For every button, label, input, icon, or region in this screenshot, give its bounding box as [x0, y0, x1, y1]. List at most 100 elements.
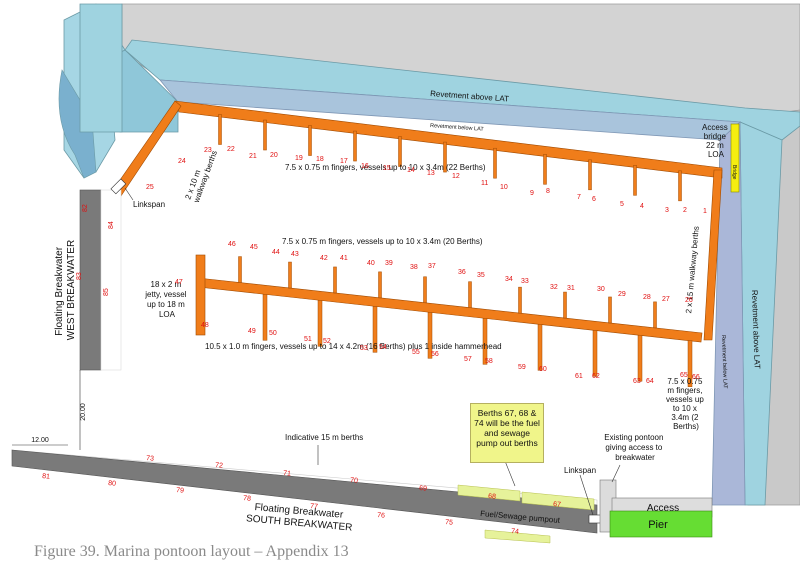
- access-label: Access: [647, 503, 679, 514]
- row2-berth-29: 29: [618, 291, 626, 298]
- row1-berth-12: 12: [452, 173, 460, 180]
- row1-berth-22: 22: [227, 146, 235, 153]
- row3-berth-65: 65: [680, 372, 688, 379]
- row3-berth-49: 49: [248, 328, 256, 335]
- row1-berth-14: 14: [407, 167, 415, 174]
- row2-berth-42: 42: [320, 255, 328, 262]
- row1-finger-1: [263, 119, 267, 151]
- row2-berth-31: 31: [567, 285, 575, 292]
- row3-finger-4: [482, 318, 488, 365]
- row1-berth-9: 9: [530, 190, 534, 197]
- south-bottom-berth-75: 75: [445, 519, 453, 527]
- pier: [609, 510, 713, 538]
- jetty-label: 18 x 2 m jetty, vessel up to 18 m LOA: [144, 280, 188, 319]
- walkway-berth-24: 24: [178, 158, 186, 165]
- row3-berth-52: 52: [323, 338, 331, 345]
- south-bottom-berth-77: 77: [310, 503, 318, 511]
- row1-finger-2: [308, 125, 312, 156]
- row2-berth-41: 41: [340, 255, 348, 262]
- linkspan-top-leader: [124, 187, 134, 201]
- south-bottom-berth-76: 76: [377, 512, 385, 520]
- row1-finger-9: [633, 165, 637, 196]
- row1-berth-19: 19: [295, 155, 303, 162]
- row3-berth-62: 62: [592, 373, 600, 380]
- row1-berth-5: 5: [620, 201, 624, 208]
- row2-berth-36: 36: [458, 269, 466, 276]
- linkspan-top: [110, 178, 127, 195]
- right-walkway: [703, 169, 723, 341]
- row2-desc: 7.5 x 0.75 m fingers, vessels up to 10 x…: [282, 237, 483, 246]
- row1-berth-3: 3: [665, 207, 669, 214]
- dim-20-label: 20.00: [80, 403, 87, 421]
- row1-berth-6: 6: [592, 196, 596, 203]
- row2-berth-46: 46: [228, 241, 236, 248]
- row1-finger-8: [588, 159, 592, 191]
- existing-pontoon-label: Existing pontoon giving access to breakw…: [604, 433, 665, 462]
- row1-berth-11: 11: [481, 180, 488, 187]
- row3-finger-7: [637, 334, 643, 382]
- row2-berth-26: 26: [685, 297, 693, 304]
- row2-berth-34: 34: [505, 276, 513, 283]
- fuel-note: Berths 67, 68 & 74 will be the fuel and …: [470, 403, 544, 463]
- row3-berth-51: 51: [304, 336, 312, 343]
- jetty-head: [195, 254, 206, 336]
- row3-berth-61: 61: [575, 373, 583, 380]
- row2-finger-9: [653, 301, 657, 329]
- south-top-berth-67: 67: [553, 501, 561, 509]
- shore-structure: [58, 3, 800, 506]
- south-breakwater-body: [11, 449, 598, 534]
- row1-berth-8: 8: [546, 188, 550, 195]
- row3-berth-55: 55: [412, 349, 420, 356]
- row1-desc: 7.5 x 0.75 m fingers, vessels up to 10 x…: [285, 163, 486, 172]
- row2-berth-43: 43: [291, 251, 299, 258]
- row1-berth-21: 21: [249, 153, 257, 160]
- west-berth-83: 83: [76, 272, 83, 280]
- row3-berth-58: 58: [485, 358, 493, 365]
- row2-berth-35: 35: [477, 272, 485, 279]
- row1-berth-2: 2: [683, 207, 687, 214]
- revetment-below-top-label: Revetment below LAT: [430, 123, 485, 133]
- row2-berth-45: 45: [250, 244, 258, 251]
- row1-berth-18: 18: [316, 156, 324, 163]
- row2-finger-8: [608, 296, 612, 324]
- south-bottom-berth-79: 79: [176, 487, 184, 495]
- west-berth-82: 82: [82, 204, 89, 212]
- bridge-small-label: Bridge: [731, 165, 737, 180]
- row1-berth-17: 17: [340, 158, 348, 165]
- row3-berth-63: 63: [633, 378, 641, 385]
- row2-finger-4: [423, 276, 427, 304]
- existing-facilities: [599, 479, 713, 538]
- row1-berth-7: 7: [577, 194, 581, 201]
- row3-berth-64: 64: [646, 378, 654, 385]
- row1-finger-7: [543, 154, 547, 185]
- row3-finger-3: [427, 312, 433, 359]
- row1-berth-13: 13: [427, 170, 435, 177]
- row1-finger-6: [493, 147, 497, 179]
- row2-berth-33: 33: [521, 278, 529, 285]
- south-bottom-berth-80: 80: [108, 480, 116, 488]
- south-top-berth-71: 71: [283, 470, 291, 478]
- west-breakwater: [79, 178, 127, 371]
- south-top-berth-72: 72: [215, 462, 223, 470]
- access-bridge-label: Access bridge 22 m LOA: [702, 123, 730, 159]
- row3-finger-2: [372, 306, 378, 353]
- row1-finger-5: [443, 141, 447, 173]
- berth-74-highlight: [484, 529, 551, 544]
- corner-bastion-shadow: [58, 69, 97, 179]
- note-leader: [504, 460, 516, 487]
- row2-berth-27: 27: [662, 296, 670, 303]
- main-pontoon-row1: [112, 100, 723, 343]
- linkspan-bottom-label: Linkspan: [564, 466, 596, 475]
- row3-berth-59: 59: [518, 364, 526, 371]
- row2-finger-3: [378, 271, 382, 299]
- row2-berth-30: 30: [597, 286, 605, 293]
- row2-berth-28: 28: [643, 294, 651, 301]
- row3-finger-5: [537, 324, 543, 371]
- row2-finger-1: [288, 261, 292, 289]
- access-bridge: [730, 123, 740, 193]
- dim-12-label: 12.00: [31, 437, 49, 444]
- row2-berth-37: 37: [428, 263, 436, 270]
- south-bottom-berth-74: 74: [511, 528, 519, 536]
- walkway-left-label: 2 x 10 m walkway berths: [183, 146, 219, 204]
